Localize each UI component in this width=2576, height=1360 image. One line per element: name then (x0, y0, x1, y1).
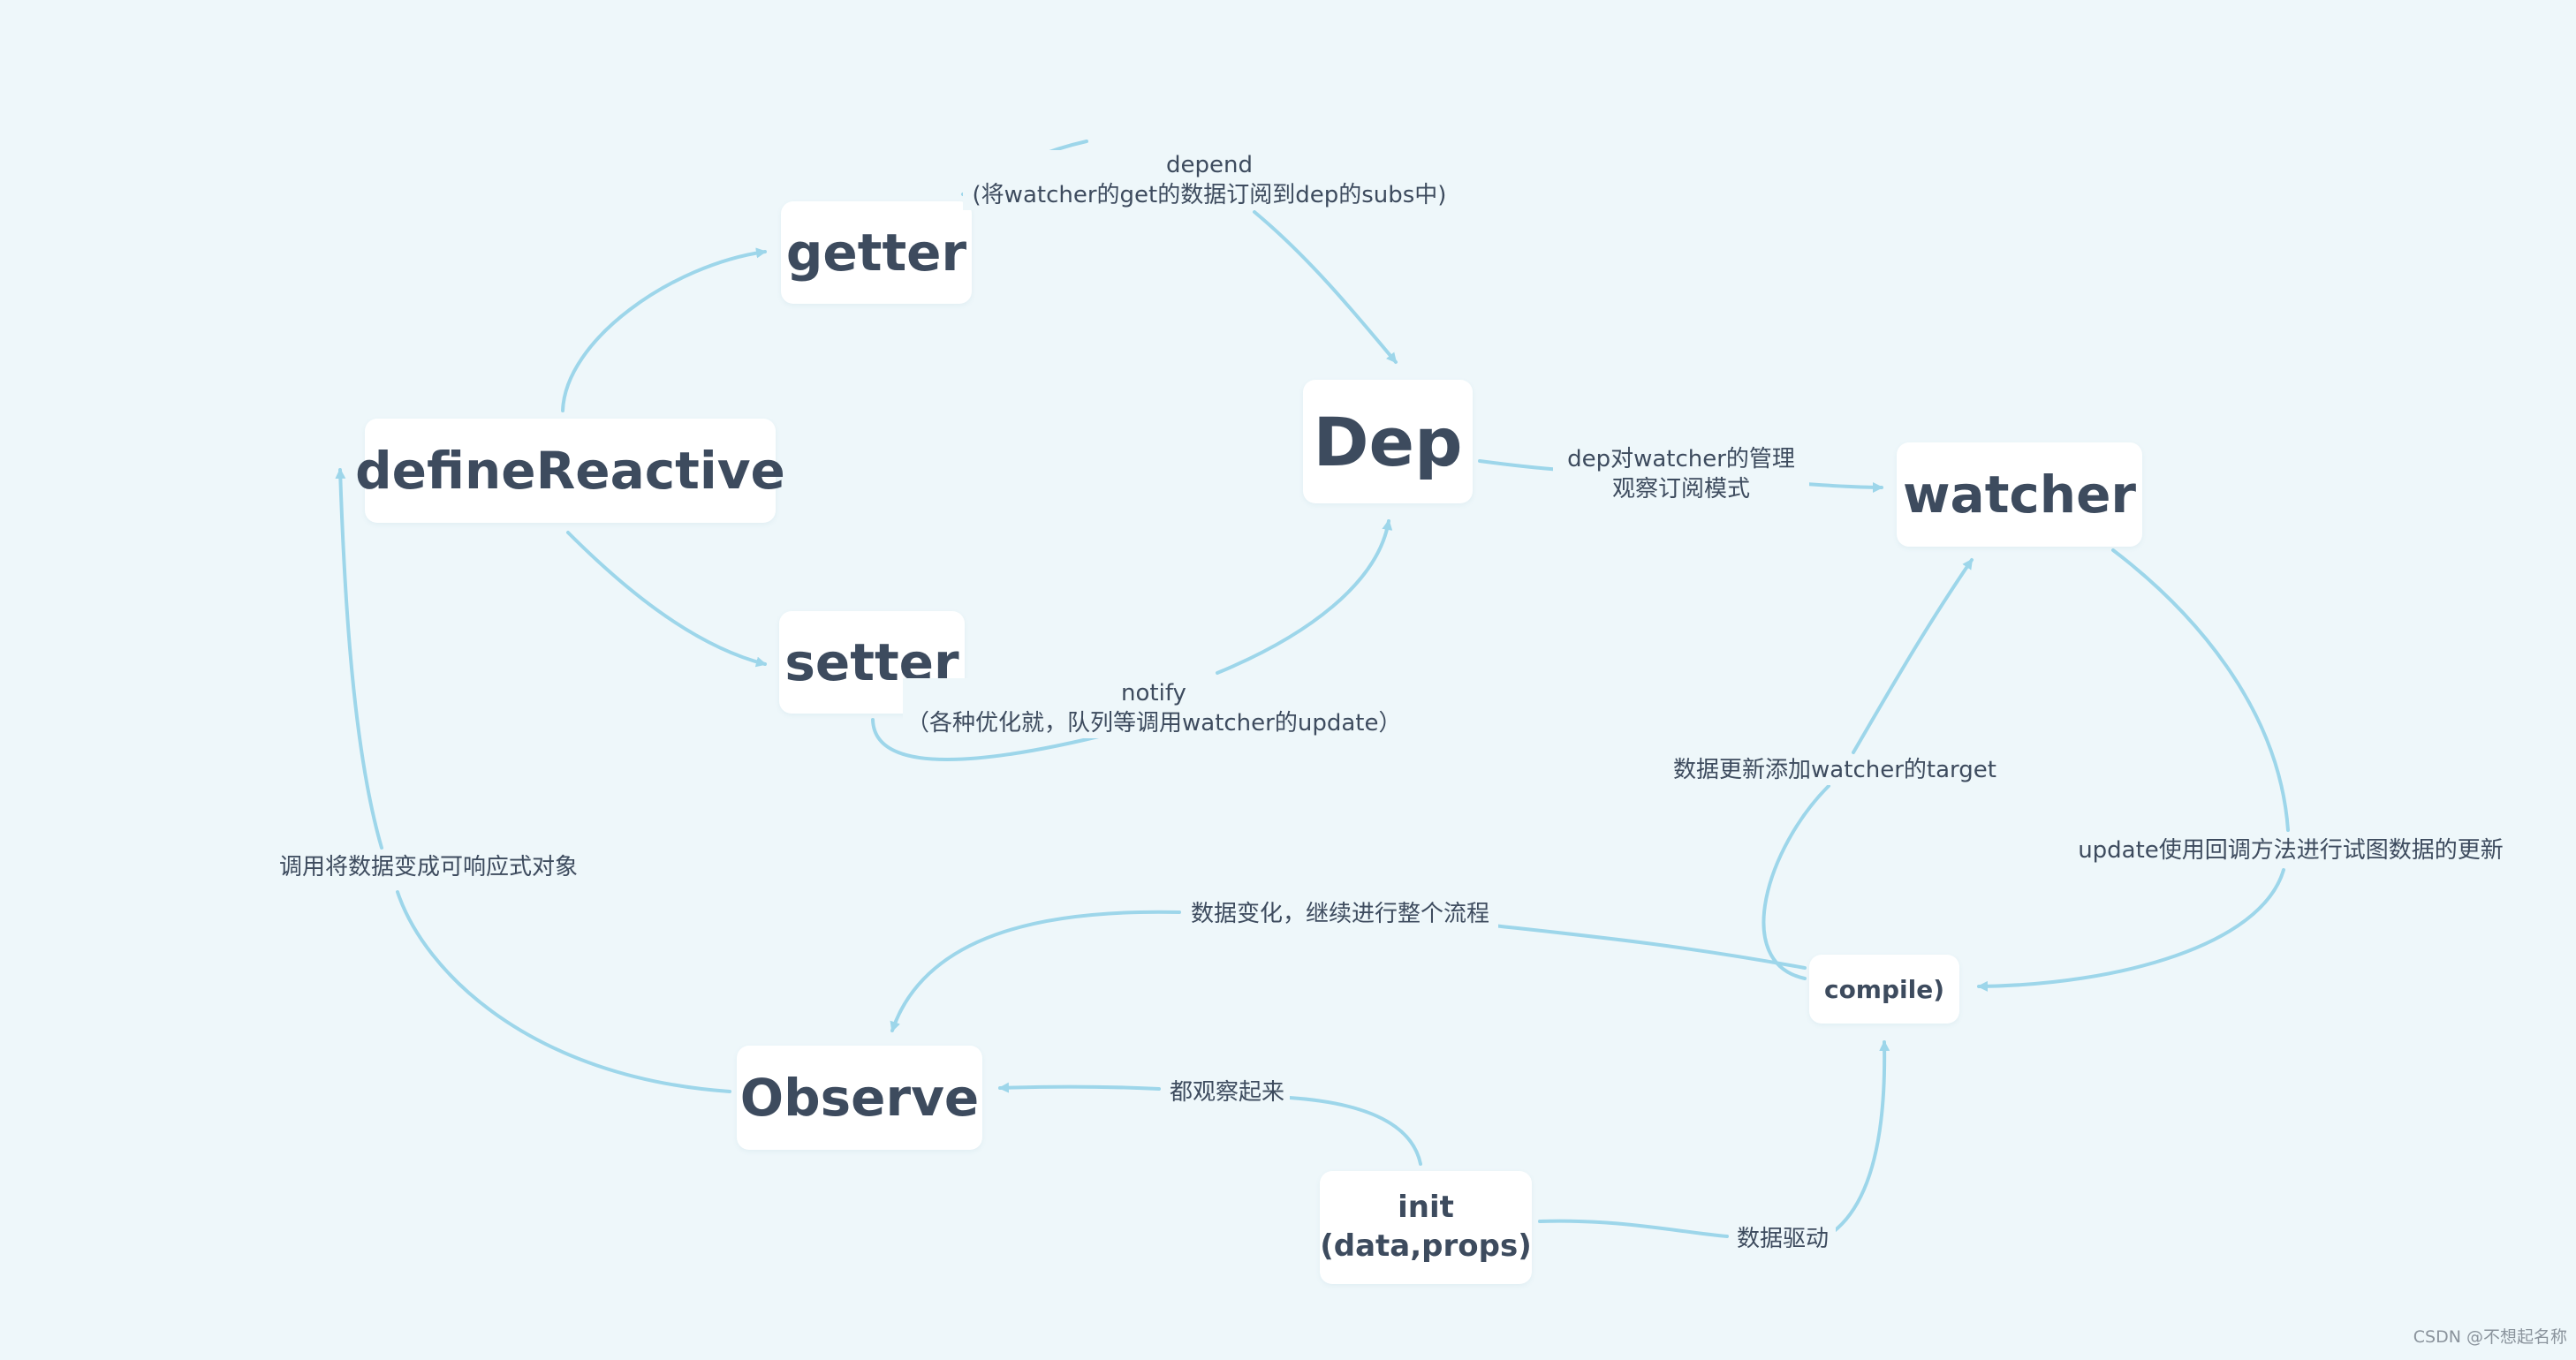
depend-label-line1: depend (1166, 152, 1253, 178)
edge-label-init-compile: 数据驱动 (1730, 1224, 1836, 1254)
compile-node: compile) (1809, 955, 1959, 1024)
edge-label-observe-define: 调用将数据变成可响应式对象 (271, 852, 586, 882)
init-label-line1: init (1398, 1190, 1454, 1226)
depend-label-line2: (将watcher的get的数据订阅到dep的subs中) (972, 182, 1447, 208)
compile-label: compile) (1823, 974, 1945, 1004)
edge-define-setter (566, 531, 767, 668)
getter-label: getter (785, 223, 967, 283)
init-observe-label: 都观察起来 (1169, 1079, 1284, 1106)
edge-label-watcher-compile: update使用回调方法进行试图数据的更新 (2068, 835, 2513, 865)
notify-label-line1: notify (1121, 680, 1186, 706)
edge-watcher-compile (1979, 548, 2290, 986)
observe-define-label: 调用将数据变成可响应式对象 (278, 854, 578, 880)
edge-init-observe (1000, 1087, 1422, 1166)
dep-watcher-label-line1: dep对watcher的管理 (1567, 446, 1795, 472)
edge-label-depend: depend (将watcher的get的数据订阅到dep的subs中) (963, 150, 1456, 210)
compile-observe-label: 数据变化，继续进行整个流程 (1190, 901, 1489, 927)
define-reactive-label: defineReactive (355, 441, 785, 501)
edge-define-getter (561, 247, 767, 412)
init-compile-label: 数据驱动 (1736, 1226, 1829, 1252)
edge-label-compile-observe: 数据变化，继续进行整个流程 (1182, 899, 1498, 929)
compile-watcher-label: 数据更新添加watcher的target (1673, 757, 1996, 783)
observe-node: Observe (737, 1046, 982, 1150)
define-reactive-node: defineReactive (355, 419, 785, 523)
getter-node: getter (781, 201, 972, 304)
watermark: CSDN @不想起名称 (2413, 1327, 2567, 1347)
edge-observe-define (340, 470, 731, 1093)
edge-notify (871, 521, 1389, 761)
dep-node: Dep (1303, 380, 1473, 503)
init-label-line2: (data,props) (1320, 1228, 1532, 1264)
edge-compile-observe (892, 910, 1807, 1031)
edge-init-compile (1538, 1042, 1884, 1238)
dep-watcher-label-line2: 观察订阅模式 (1611, 476, 1750, 502)
edge-label-init-observe: 都观察起来 (1164, 1077, 1290, 1107)
edge-label-compile-watcher: 数据更新添加watcher的target (1663, 755, 2006, 785)
notify-label-line2: （各种优化就，队列等调用watcher的update） (906, 710, 1402, 737)
init-node: init (data,props) (1320, 1171, 1532, 1284)
watcher-compile-label: update使用回调方法进行试图数据的更新 (2078, 837, 2504, 864)
observe-label: Observe (739, 1068, 980, 1128)
dep-label: Dep (1313, 402, 1463, 481)
watcher-node: watcher (1897, 442, 2142, 547)
watcher-label: watcher (1902, 465, 2137, 525)
edge-label-dep-watcher: dep对watcher的管理 观察订阅模式 (1553, 444, 1809, 504)
edge-compile-watcher (1762, 560, 1972, 980)
edge-label-notify: notify （各种优化就，队列等调用watcher的update） (903, 678, 1405, 738)
